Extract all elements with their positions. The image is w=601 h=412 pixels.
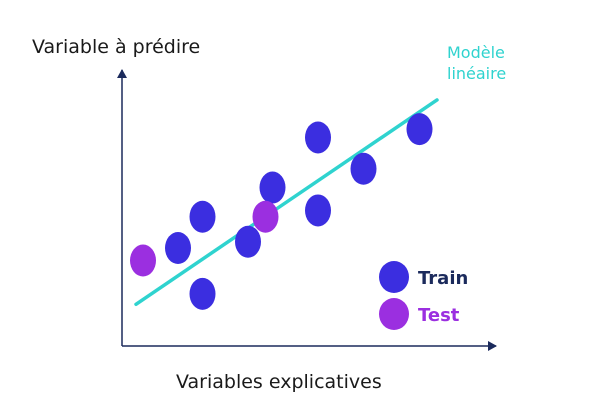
legend-test-marker xyxy=(379,298,409,330)
train-point-4 xyxy=(235,225,261,258)
model-label-line2: linéaire xyxy=(447,64,506,83)
train-point-5 xyxy=(259,171,286,204)
x-axis-label: Variables explicatives xyxy=(176,371,382,393)
legend-test-label: Test xyxy=(418,305,460,326)
train-point-3 xyxy=(189,200,216,233)
test-point-1 xyxy=(130,244,156,277)
legend-train-marker xyxy=(379,261,409,293)
y-axis-label: Variable à prédire xyxy=(32,36,200,58)
train-point-6 xyxy=(305,194,331,227)
train-point-7 xyxy=(305,121,331,154)
scatter-points xyxy=(130,113,433,310)
model-label-line1: Modèle xyxy=(447,43,505,62)
train-point-2 xyxy=(165,232,191,264)
train-point-1 xyxy=(189,277,216,310)
legend: Train Test xyxy=(379,261,468,330)
train-point-9 xyxy=(406,113,433,146)
legend-train-label: Train xyxy=(418,268,468,289)
linear-model-line xyxy=(134,98,439,307)
test-point-2 xyxy=(252,200,279,233)
train-point-8 xyxy=(350,152,377,185)
